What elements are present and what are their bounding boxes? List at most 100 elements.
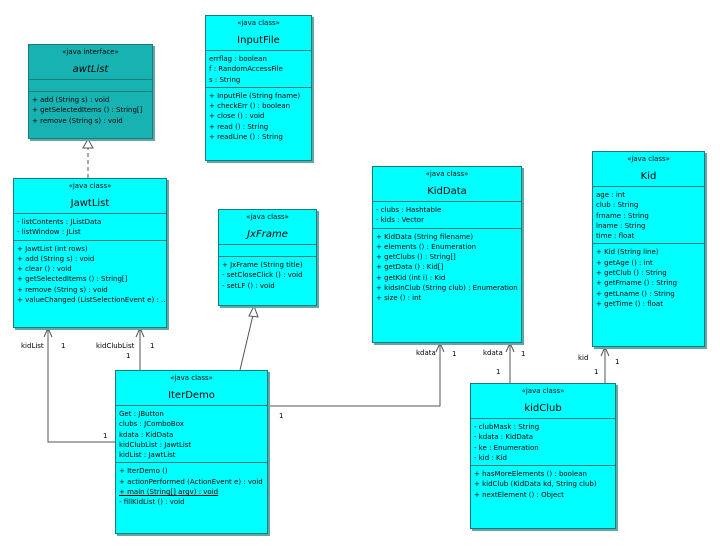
class-stereotype: «java interface» (62, 48, 119, 56)
class-stereotype: «java class» (425, 170, 469, 178)
method-line: + add (String s) : void (32, 96, 110, 104)
attribute-line: kdata : KidData (119, 430, 174, 439)
method-line: + readLine () : String (209, 133, 283, 142)
method-line: + actionPerformed (ActionEvent e) : void (119, 477, 263, 486)
attribute-compartment: - listContents : JListData - listWindow :… (14, 213, 166, 240)
class-name: InputFile (237, 35, 280, 46)
method-line: + valueChanged (ListSelectionEvent e) : … (17, 296, 167, 305)
attribute-line: f : RandomAccessFile (209, 65, 283, 74)
method-compartment: + IterDemo ()+ actionPerformed (ActionEv… (116, 462, 267, 509)
method-line: + getClubs () : String[] (376, 253, 456, 262)
class-stereotype: «java class» (170, 374, 213, 382)
method-compartment: + hasMoreElements () : boolean+ kidClub … (471, 465, 615, 502)
assoc-iterdemo-kiddata (268, 343, 441, 407)
method-line: + IterDemo () (119, 467, 168, 476)
attribute-line: - ke : Enumeration (474, 443, 539, 452)
method-line: + close () : void (209, 112, 265, 121)
attribute-line: Get : JButton (119, 410, 164, 418)
mult-kdata-2-b: 1 (496, 368, 501, 376)
generalization-arrowhead (248, 304, 259, 318)
method-compartment: + JxFrame (String title)- setCloseClick … (219, 256, 316, 293)
method-compartment: + add (String s) : void + getSelectedItem… (29, 91, 152, 128)
realization-arrowhead (82, 137, 94, 149)
attribute-line: - clubMask : String (474, 423, 540, 431)
attribute-line: age : int (596, 191, 625, 199)
method-line: + size () : int (376, 294, 422, 303)
method-line: + nextElement () : Object (474, 490, 564, 499)
class-name: Kid (640, 171, 657, 182)
role-kdata-2: kdata (483, 349, 503, 357)
mult-kdata-1: 1 (452, 350, 457, 358)
attribute-compartment (219, 244, 316, 256)
class-stereotype: «java class» (246, 213, 289, 221)
mult-iter-kdata: 1 (279, 412, 284, 420)
method-line: + getLname () : String (596, 289, 675, 298)
mult-kid-b: 1 (594, 368, 599, 376)
attribute-line: lname : String (596, 221, 646, 230)
mult-kidclublist-b: 1 (126, 352, 131, 360)
method-line: + remove (String s) : void (17, 285, 108, 294)
class-name: IterDemo (168, 390, 215, 401)
attribute-line: kidList : JawtList (119, 451, 176, 460)
assoc-iterdemo-kiddata-arrow (435, 341, 445, 353)
method-line: + elements () : Enumeration (376, 242, 477, 251)
class-name: JxFrame (247, 229, 288, 240)
method-compartment: + Kid (String line)+ getAge () : int+ ge… (593, 243, 704, 311)
role-kid: kid (578, 354, 589, 362)
method-line: + getAge () : int (596, 258, 653, 267)
method-line: - setLF () : void (222, 281, 275, 290)
class-stereotype: «java class» (68, 182, 112, 190)
assoc-kidclub-kid-arrow (600, 345, 610, 357)
class-kidclub[interactable]: «java class» kidClub - clubMask : String - … (470, 383, 616, 529)
class-jawtlist[interactable]: «java class» JawtList - listContents : JLi… (13, 178, 167, 328)
method-line: + kidClub (KidData kd, String club) (474, 480, 597, 489)
mult-kidlist: 1 (61, 342, 66, 350)
role-kidlist: kidList (21, 342, 44, 350)
class-kiddata[interactable]: «java class» KidData - clubs : Hashtable - … (372, 166, 522, 343)
mult-kid-a: 1 (615, 358, 620, 366)
role-kidclublist: kidClubList (96, 342, 135, 350)
class-jxframe[interactable]: «java class» JxFrame + JxFrame (String tit… (218, 209, 317, 306)
attribute-compartment (29, 79, 152, 91)
attribute-line: - clubs : Hashtable (376, 206, 442, 214)
method-compartment: + JawtList (int rows)+ add (String s) : … (14, 239, 167, 308)
class-stereotype: «java class» (521, 387, 565, 395)
method-line: + remove (String s) : void (32, 116, 123, 125)
class-stereotype: «java class» (627, 155, 670, 163)
method-line: + checkErr () : boolean (209, 102, 291, 111)
attribute-line: - listContents : JListData (17, 218, 102, 226)
attribute-line: kidClubList : JawtList (119, 440, 192, 449)
method-line: - fillKidList () : void (119, 498, 185, 507)
mult-kdata-2-a: 1 (521, 350, 526, 358)
class-stereotype: «java class» (237, 19, 280, 27)
method-compartment: + KidData (String filename)+ elements ()… (373, 227, 521, 306)
method-line: + getData () : Kid[] (376, 263, 444, 272)
attribute-line: - kids : Vector (376, 216, 424, 225)
method-line: + clear () : void (17, 265, 72, 274)
attribute-line: club : String (596, 201, 639, 210)
class-name: KidData (427, 186, 467, 197)
attribute-line: - listWindow : JList (17, 228, 81, 237)
method-line: + read () : String (209, 122, 269, 131)
attribute-line: frname : String (596, 211, 649, 220)
method-line: + getTime () : float (596, 299, 663, 308)
generalization-iterdemo-jxframe (239, 314, 254, 371)
attribute-line: time : float (596, 232, 635, 241)
method-line: + getSelectedItems () : String[] (32, 106, 143, 115)
mult-iter-left: 1 (103, 432, 108, 440)
method-line: - setCloseClick () : void (222, 271, 303, 280)
assoc-kidclub-kiddata-arrow (505, 341, 515, 353)
class-awtlist[interactable]: «java interface»awtList+ add (String s) … (28, 44, 153, 139)
method-compartment: + InputFile (String fname)+ checkErr () … (206, 86, 311, 144)
attribute-line: - kid : Kid (474, 453, 507, 462)
class-name: kidClub (524, 403, 562, 414)
class-name: JawtList (70, 198, 110, 209)
attribute-line: s : String (209, 75, 241, 84)
